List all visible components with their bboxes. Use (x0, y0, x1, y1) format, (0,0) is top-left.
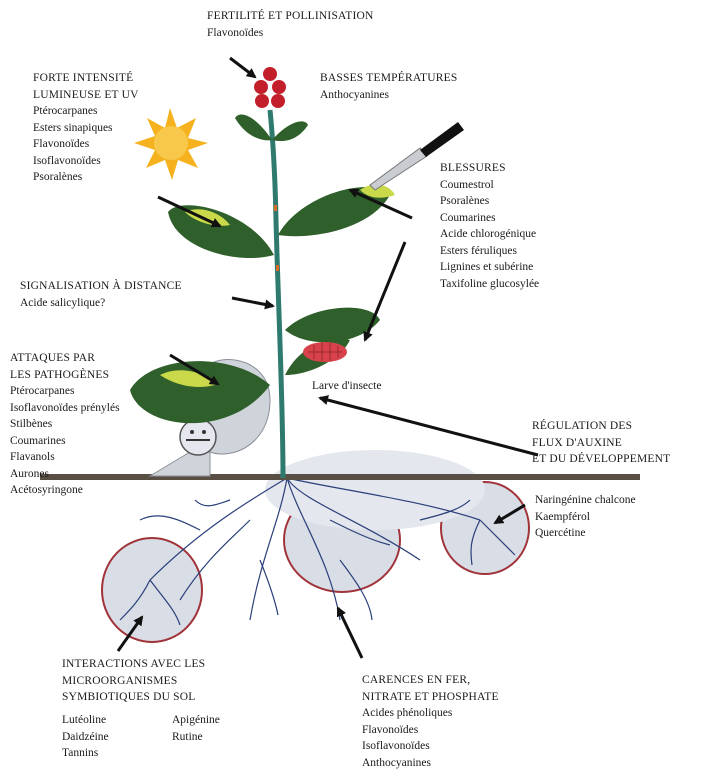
compound: Naringénine chalcone (535, 492, 636, 509)
compound: Esters féruliques (440, 243, 539, 260)
compound: Kaempférol (535, 509, 636, 526)
label-interactions-col2: Apigénine Rutine (172, 712, 220, 745)
heading-line: MICROORGANISMES (62, 675, 177, 687)
label-naringenine: Naringénine chalcone Kaempférol Quercéti… (535, 492, 636, 542)
compound: Ptérocarpanes (10, 383, 120, 400)
compound: Psoralènes (33, 169, 139, 186)
heading-line: BASSES TEMPÉRATURES (320, 72, 457, 84)
heading-line: INTERACTIONS AVEC LES (62, 658, 205, 670)
compound: Coumarines (440, 210, 539, 227)
compound: Psoralènes (440, 193, 539, 210)
heading-line: LUMINEUSE ET UV (33, 89, 139, 101)
heading-line: FORTE INTENSITÉ (33, 72, 133, 84)
compound: Lignines et subérine (440, 259, 539, 276)
soil-line (40, 474, 640, 480)
label-larve: Larve d'insecte (312, 378, 381, 395)
compound: Esters sinapiques (33, 120, 139, 137)
heading-line: ET DU DÉVELOPPEMENT (532, 453, 670, 465)
compound: Aurones (10, 466, 120, 483)
compound: Isoflavonoïdes prénylés (10, 400, 120, 417)
compound: Daidzéine (62, 729, 109, 746)
sun-icon (134, 108, 208, 180)
label-interactions: INTERACTIONS AVEC LES MICROORGANISMES SY… (62, 656, 205, 706)
berry-cluster-icon (254, 67, 286, 108)
compound: Isoflavonoïdes (362, 738, 499, 755)
compound: Flavonoïdes (207, 25, 374, 42)
compound: Acides phénoliques (362, 705, 499, 722)
stem (270, 110, 283, 478)
heading-line: FLUX D'AUXINE (532, 437, 622, 449)
compound: Larve d'insecte (312, 378, 381, 395)
compound: Acétosyringone (10, 482, 120, 499)
label-forte-intensite: FORTE INTENSITÉ LUMINEUSE ET UV Ptérocar… (33, 70, 139, 186)
label-blessures: BLESSURES Coumestrol Psoralènes Coumarin… (440, 160, 539, 292)
heading-line: SIGNALISATION À DISTANCE (20, 280, 182, 292)
compound: Anthocyanines (362, 755, 499, 770)
compound: Stilbènes (10, 416, 120, 433)
heading-line: FERTILITÉ ET POLLINISATION (207, 10, 374, 22)
compound: Coumestrol (440, 177, 539, 194)
compound: Tannins (62, 745, 109, 762)
compound: Flavanols (10, 449, 120, 466)
heading-line: NITRATE ET PHOSPHATE (362, 691, 499, 703)
label-carences: CARENCES EN FER, NITRATE ET PHOSPHATE Ac… (362, 672, 499, 770)
compound: Flavonoïdes (33, 136, 139, 153)
heading-line: SYMBIOTIQUES DU SOL (62, 691, 196, 703)
heading-line: BLESSURES (440, 162, 506, 174)
compound: Anthocyanines (320, 87, 457, 104)
compound: Coumarines (10, 433, 120, 450)
compound: Lutéoline (62, 712, 109, 729)
compound: Acide chlorogénique (440, 226, 539, 243)
heading-line: ATTAQUES PAR (10, 352, 95, 364)
compound: Taxifoline glucosylée (440, 276, 539, 293)
compound: Ptérocarpanes (33, 103, 139, 120)
compound: Acide salicylique? (20, 295, 182, 312)
compound: Rutine (172, 729, 220, 746)
heading-line: LES PATHOGÈNES (10, 369, 109, 381)
heading-line: CARENCES EN FER, (362, 674, 470, 686)
compound: Flavonoïdes (362, 722, 499, 739)
label-attaques: ATTAQUES PAR LES PATHOGÈNES Ptérocarpane… (10, 350, 120, 499)
compound: Apigénine (172, 712, 220, 729)
label-interactions-col1: Lutéoline Daidzéine Tannins (62, 712, 109, 762)
heading-line: RÉGULATION DES (532, 420, 632, 432)
label-fertilite: FERTILITÉ ET POLLINISATION Flavonoïdes (207, 8, 374, 41)
compound: Isoflavonoïdes (33, 153, 139, 170)
compound: Quercétine (535, 525, 636, 542)
label-signalisation: SIGNALISATION À DISTANCE Acide salicyliq… (20, 278, 182, 311)
label-regulation: RÉGULATION DES FLUX D'AUXINE ET DU DÉVEL… (532, 418, 670, 468)
insect-larva-icon (303, 342, 347, 362)
label-basses-temperatures: BASSES TEMPÉRATURES Anthocyanines (320, 70, 457, 103)
